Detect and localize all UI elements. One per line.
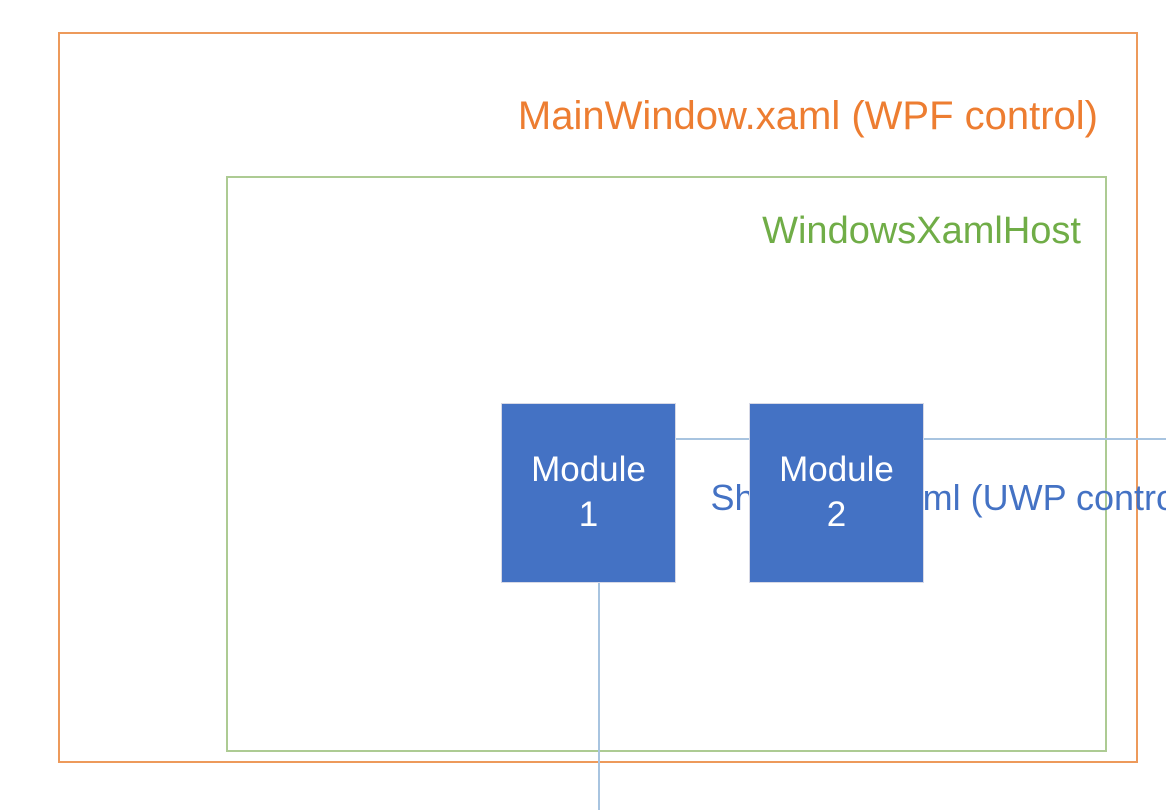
module-tile-2-word: Module bbox=[779, 450, 894, 490]
module-tile-1-index: 1 bbox=[578, 495, 599, 534]
module-tile-2-index: 2 bbox=[826, 495, 847, 534]
module-tile-1-word: Module bbox=[531, 450, 646, 490]
layer-mainwindow-xaml: MainWindow.xaml (WPF control) WindowsXam… bbox=[58, 32, 1166, 810]
layer-windowsxamlhost-label: WindowsXamlHost bbox=[762, 210, 1081, 252]
layer-mainwindow-xaml-label: MainWindow.xaml (WPF control) bbox=[517, 94, 1098, 138]
module-tile-1: Module 1 bbox=[501, 403, 676, 583]
module-tile-2: Module 2 bbox=[749, 403, 924, 583]
